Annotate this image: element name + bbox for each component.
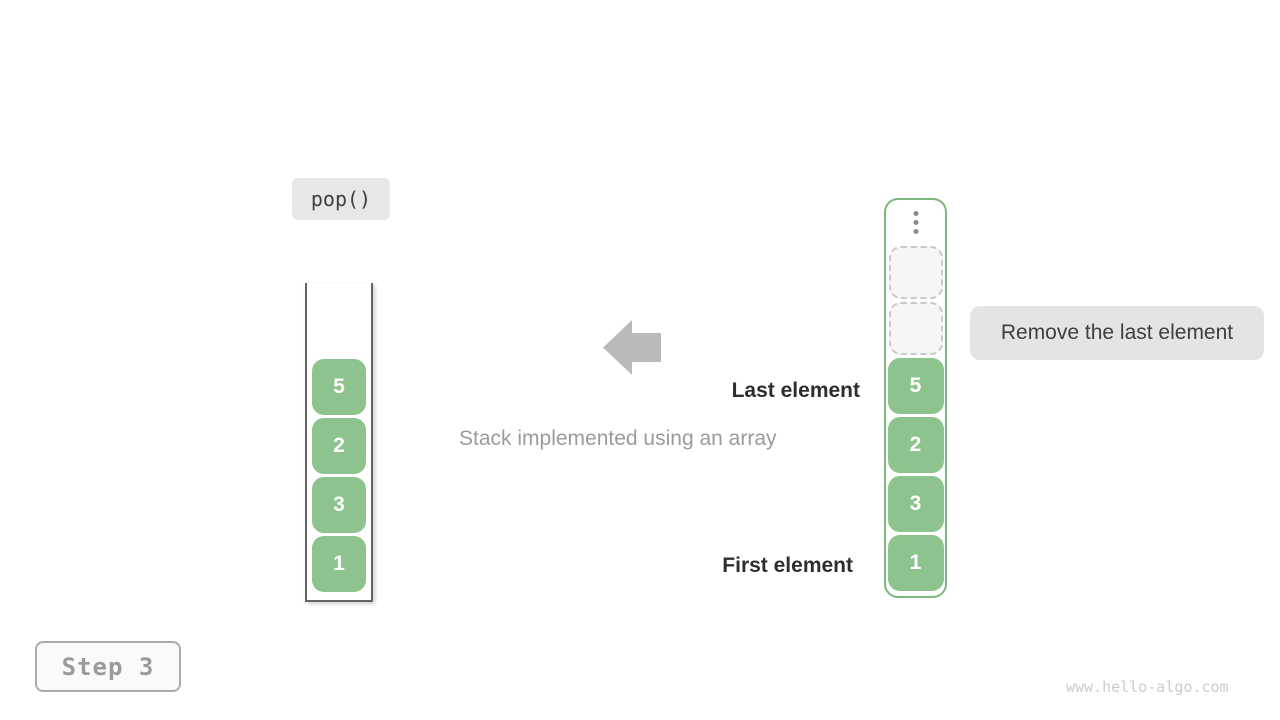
stack-cell: 3 [312,477,366,533]
stack-cell: 2 [887,417,944,473]
stack-array-container: 5 2 3 1 [305,283,373,602]
step-badge: Step 3 [35,641,181,692]
last-element-label: Last element [731,379,860,402]
arrow-left-icon [603,320,661,375]
dot [913,229,918,234]
stack-memory-container: 5 2 3 1 [884,198,947,598]
diagram-caption: Stack implemented using an array [459,427,777,450]
empty-slot [888,246,943,299]
first-element-label: First element [722,554,853,577]
stack-cell: 5 [887,358,944,414]
stack-cell: 1 [312,536,366,592]
stack-cell: 2 [312,418,366,474]
empty-slot [888,302,943,355]
pop-operation-label: pop() [292,178,390,220]
dot [913,220,918,225]
remove-note-label: Remove the last element [970,306,1264,360]
stack-cell: 5 [312,359,366,415]
stack-cell: 1 [887,535,944,591]
dot [913,211,918,216]
stack-cell: 3 [887,476,944,532]
ellipsis-icon [913,211,918,234]
watermark: www.hello-algo.com [1066,678,1229,696]
